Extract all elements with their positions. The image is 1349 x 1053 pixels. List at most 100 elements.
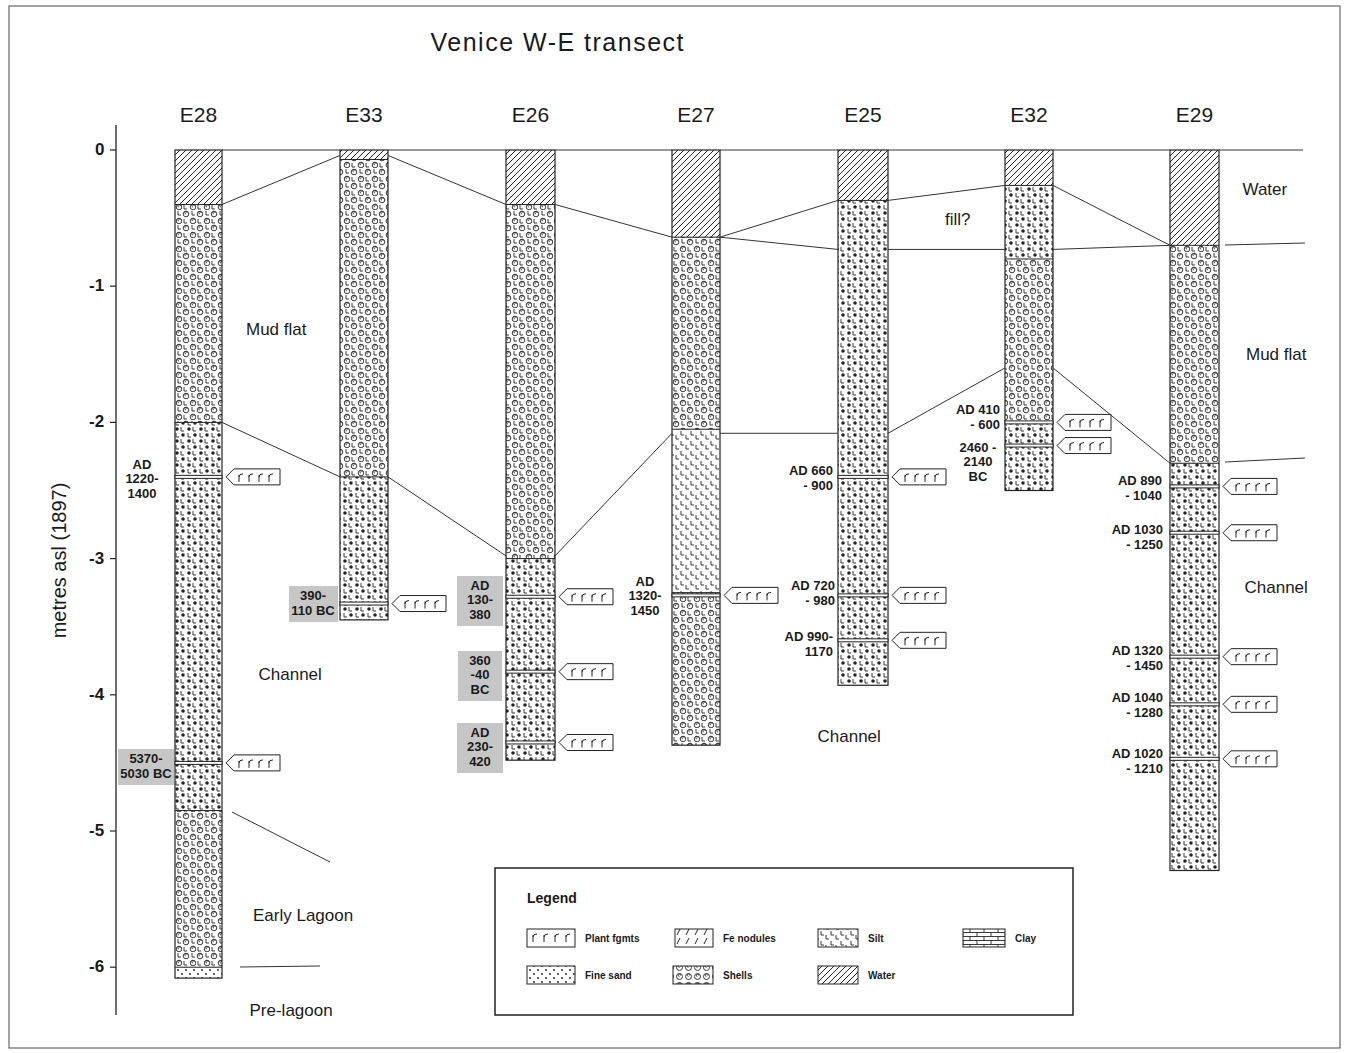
plant-fragment-symbol (533, 934, 570, 942)
correlation-line (888, 150, 1005, 151)
core-outline (838, 150, 888, 685)
core-layer (838, 150, 888, 200)
tick-label: -3 (89, 549, 104, 569)
tick-label: -2 (89, 412, 104, 432)
core-layer (672, 237, 720, 429)
correlation-line (1053, 185, 1170, 245)
axis-tick (110, 830, 116, 831)
sediment-core: E27 (672, 150, 720, 745)
correlation-line (388, 150, 506, 151)
correlation-line (888, 368, 1005, 433)
date-label: AD 1030 - 1250 (1108, 523, 1163, 553)
correlation-line (555, 150, 672, 151)
correlation-line (1053, 150, 1170, 151)
axis-tick (110, 149, 116, 150)
sample-date: AD 130- 380 (459, 579, 501, 624)
core-layer (340, 160, 388, 477)
tick-label: -4 (89, 685, 104, 705)
plant-fragment-symbol (405, 601, 439, 609)
unit-boundary (232, 812, 330, 862)
sediment-core: E33 (340, 150, 388, 620)
dated-horizon (175, 475, 222, 478)
correlation-line (888, 185, 1005, 200)
correlation-line (720, 433, 838, 434)
sediment-core: E32 (1005, 150, 1053, 491)
legend-swatch (527, 929, 575, 947)
legend-label: Shells (723, 970, 752, 981)
legend-swatch (818, 966, 858, 984)
tick-label: -1 (89, 276, 104, 296)
date-label: AD 890 - 1040 (1114, 474, 1162, 504)
depth-axis (115, 125, 116, 1015)
axis-tick (110, 286, 116, 287)
plant-fragment-symbol (1070, 419, 1104, 427)
plant-fragment-symbol (239, 474, 273, 482)
sample-marker (226, 755, 280, 771)
dated-horizon (506, 741, 555, 744)
plant-fragment-symbol (572, 669, 606, 677)
correlation-line (888, 249, 1005, 250)
sample-marker (559, 734, 613, 750)
core-id: E32 (1010, 103, 1047, 127)
dated-sample-box: AD 230- 420 (457, 723, 503, 774)
tick-label: -6 (89, 957, 104, 977)
unit-label: Channel (259, 665, 322, 685)
date-label: AD 1220- 1400 (122, 458, 162, 503)
correlation-line (720, 200, 838, 237)
core-layer (506, 204, 555, 558)
correlation-line (222, 422, 340, 476)
core-layer (672, 593, 720, 746)
plant-fragment-symbol (1236, 756, 1270, 764)
plant-fragment-symbol (905, 474, 939, 482)
date-label: 2460 - 2140 BC (958, 441, 998, 486)
core-outline (175, 150, 222, 978)
correlation-line (555, 204, 672, 237)
sample-marker (1223, 649, 1277, 665)
sample-marker (392, 596, 446, 612)
sample-marker (892, 587, 946, 603)
dated-horizon (838, 639, 888, 642)
dated-sample-box: 360 -40 BC (458, 651, 502, 702)
sample-marker (1057, 438, 1111, 454)
axis-title: metres asl (1897) (48, 482, 71, 638)
dated-horizon (1170, 703, 1219, 706)
legend-label: Fe nodules (723, 933, 776, 944)
dated-horizon (340, 602, 388, 605)
core-layer (340, 477, 388, 620)
sample-marker (1223, 751, 1277, 767)
sample-marker (1223, 696, 1277, 712)
dated-sample-box: AD 130- 380 (457, 576, 503, 627)
dated-sample-box: 5370- 5030 BC (118, 749, 174, 785)
date-label: AD 660 - 900 (785, 464, 833, 494)
core-layer (1005, 150, 1053, 185)
core-outline (506, 150, 555, 760)
dated-horizon (1170, 485, 1219, 488)
legend-title: Legend (527, 890, 577, 906)
unit-label: Mud flat (1246, 345, 1306, 365)
core-layer (340, 150, 388, 160)
unit-boundary (240, 966, 320, 967)
sample-marker (892, 632, 946, 648)
sample-marker (559, 589, 613, 605)
plant-fragment-symbol (737, 592, 771, 600)
figure-title: Venice W-E transect (431, 28, 686, 57)
core-id: E29 (1176, 103, 1213, 127)
date-label: AD 990- 1170 (781, 630, 833, 660)
unit-boundary (1225, 458, 1305, 462)
unit-label: Early Lagoon (253, 906, 353, 926)
plant-fragment-symbol (1236, 530, 1270, 538)
date-label: AD 720 - 980 (787, 579, 835, 609)
date-label: AD 1040 - 1280 (1108, 691, 1163, 721)
core-id: E26 (512, 103, 549, 127)
axis-tick (110, 694, 116, 695)
unit-label: Channel (1245, 578, 1308, 598)
core-layer (175, 204, 222, 422)
sample-marker (559, 664, 613, 680)
sample-date: 5370- 5030 BC (120, 752, 172, 782)
dated-horizon (838, 594, 888, 597)
correlation-line (388, 155, 506, 204)
correlation-line (1053, 368, 1170, 463)
date-label: AD 1320- 1450 (625, 575, 665, 620)
correlation-line (222, 155, 340, 204)
plant-fragment-symbol (1236, 701, 1270, 709)
